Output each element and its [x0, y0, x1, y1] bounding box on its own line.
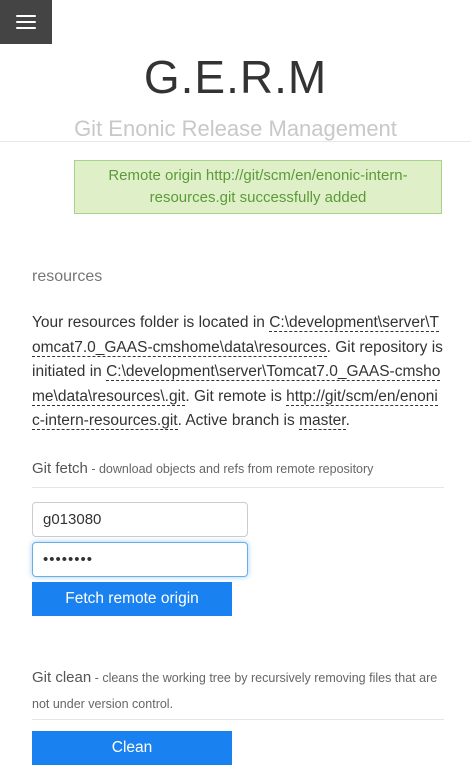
hamburger-icon-bar-1: [16, 15, 36, 17]
git-fetch-title: Git fetch: [32, 460, 88, 477]
menu-toggle-button[interactable]: [0, 0, 52, 44]
fetch-remote-origin-button[interactable]: Fetch remote origin: [32, 582, 232, 616]
info-text-4: . Active branch is: [177, 412, 300, 429]
git-fetch-separator: -: [87, 462, 99, 476]
clean-divider: [32, 719, 444, 720]
git-path-link[interactable]: C:\development\server\Tomcat7.0_GAAS-cms…: [32, 363, 441, 406]
git-clean-description: cleans the working tree by recursively r…: [32, 671, 438, 711]
hamburger-icon-bar-2: [16, 21, 36, 23]
success-alert: Remote origin http://git/scm/en/enonic-i…: [74, 160, 442, 214]
git-clean-heading: Git clean - cleans the working tree by r…: [32, 665, 447, 717]
git-clean-title: Git clean: [32, 669, 92, 686]
password-input[interactable]: [32, 542, 248, 577]
remote-url-link[interactable]: http://git/scm/en/enonic-intern-resource…: [32, 387, 438, 430]
git-clean-separator: -: [91, 671, 103, 685]
alert-message: Remote origin http://git/scm/en/enonic-i…: [108, 167, 408, 206]
repository-info: Your resources folder is located in C:\d…: [32, 311, 444, 434]
clean-button[interactable]: Clean: [32, 731, 232, 765]
repository-name: resources: [32, 268, 103, 285]
fetch-divider: [32, 487, 444, 488]
header-divider: [0, 141, 471, 142]
info-text-5: .: [345, 412, 350, 429]
page-subtitle: Git Enonic Release Management: [74, 116, 397, 141]
page-title: G.E.R.M: [143, 51, 328, 103]
resources-path-link[interactable]: C:\development\server\Tomcat7.0_GAAS-cms…: [32, 314, 439, 357]
branch-link[interactable]: master: [299, 412, 346, 430]
git-fetch-description: download objects and refs from remote re…: [98, 462, 374, 476]
info-text-1: Your resources folder is located in: [32, 314, 270, 331]
info-text-2: . Git repository is initiated in: [32, 338, 443, 381]
username-input[interactable]: [32, 502, 248, 537]
hamburger-icon-bar-3: [16, 27, 36, 29]
info-text-3: . Git remote is: [185, 387, 287, 405]
git-fetch-heading: Git fetch - download objects and refs fr…: [32, 458, 444, 480]
